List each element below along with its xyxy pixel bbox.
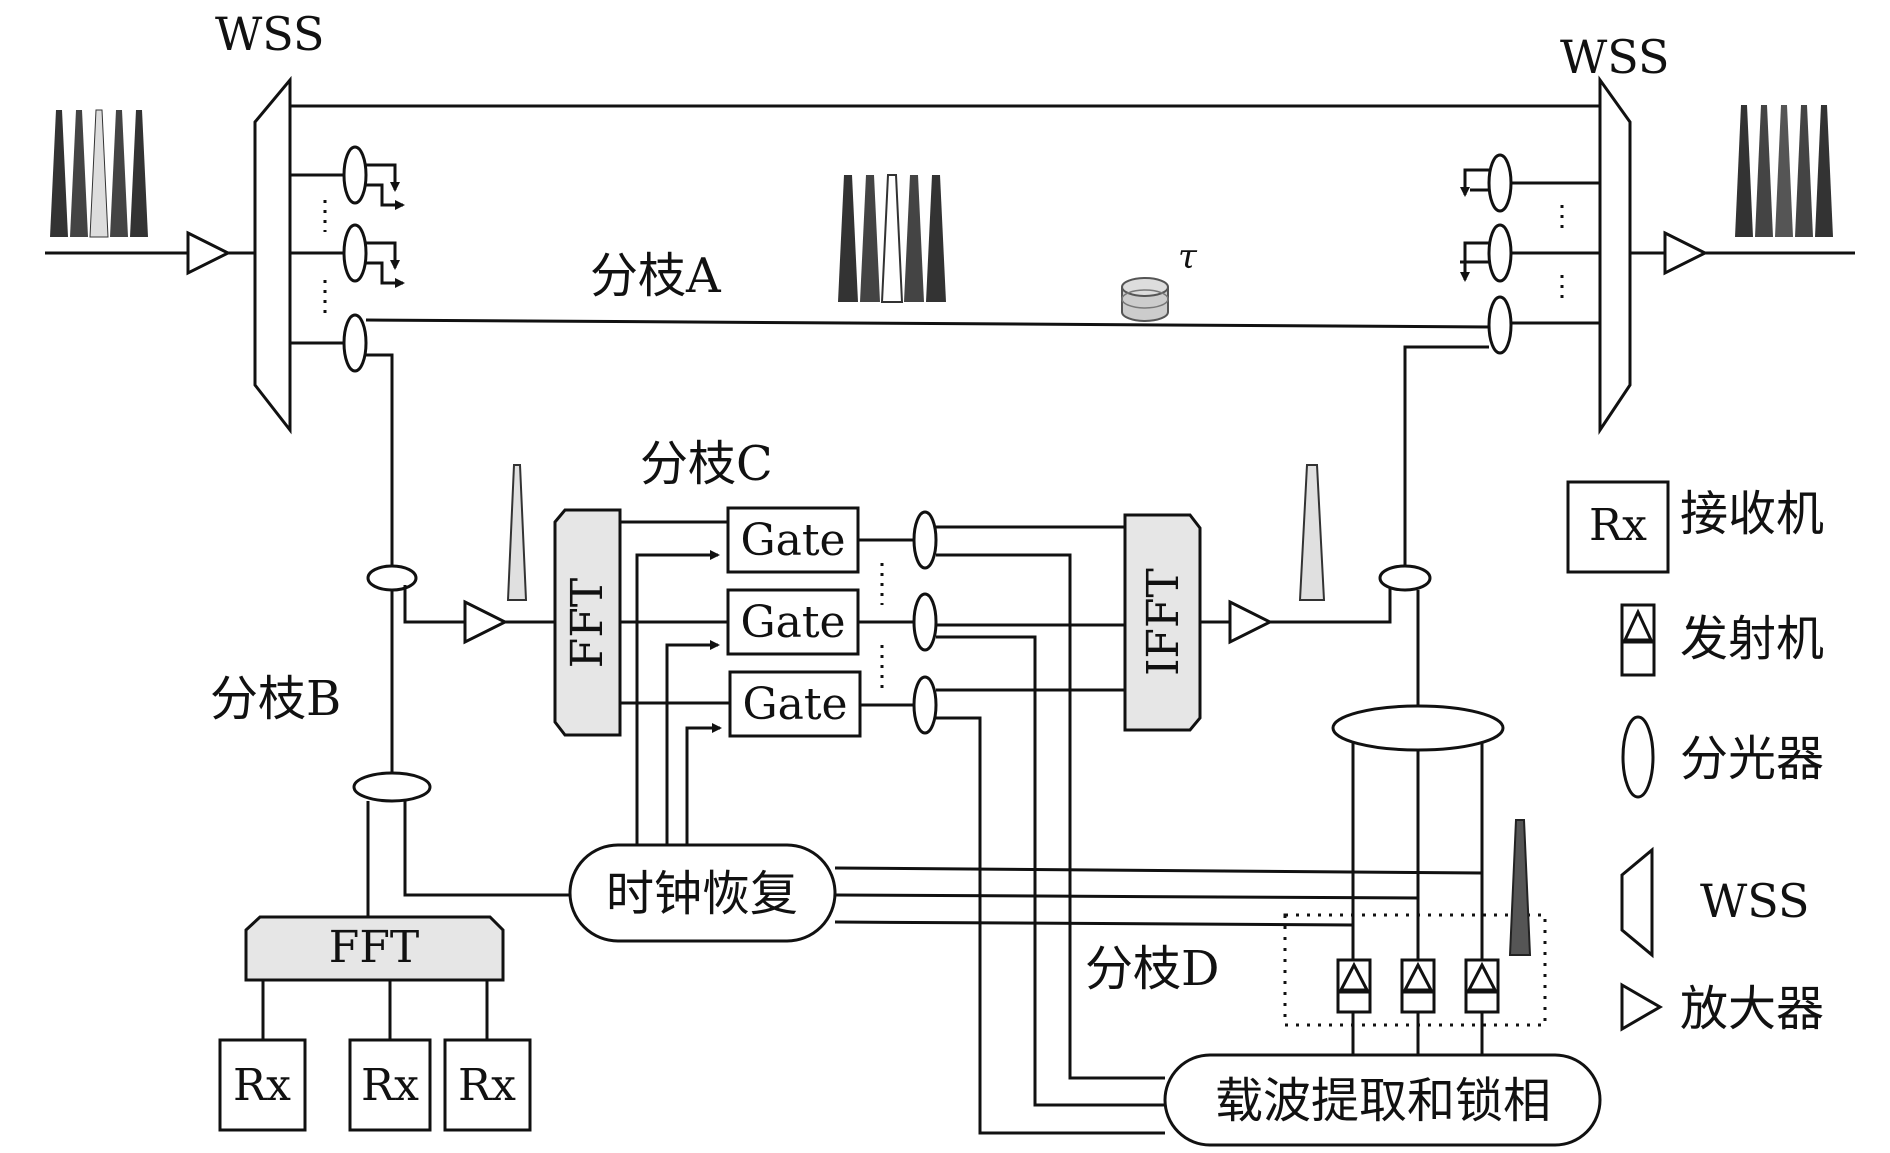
legend-splitter-symbol <box>1621 715 1655 799</box>
pump-spike-right <box>1298 464 1326 601</box>
transmitter-3 <box>1464 958 1500 1014</box>
transmitter-2 <box>1400 958 1436 1014</box>
legend-rx-box <box>1566 480 1670 574</box>
legend-wss-label: WSS <box>1700 874 1810 928</box>
legend-rx-symbol: Rx <box>1589 500 1647 551</box>
drop-arrow-3 <box>366 241 400 270</box>
tau-label: τ <box>1178 237 1198 277</box>
legend-receiver-label: 接收机 <box>1680 486 1824 542</box>
ifft-amplifier <box>1228 599 1274 645</box>
pump-spike-left <box>506 464 528 601</box>
splitter-right-1 <box>1487 153 1513 213</box>
splitter-large <box>1331 704 1505 752</box>
input-spectrum <box>50 109 148 238</box>
rx-2 <box>348 1038 432 1132</box>
clock-feed-line <box>403 801 570 897</box>
branch-c-label: 分枝C <box>640 436 773 492</box>
gate-2-label: Gate <box>740 597 845 648</box>
splitter-left-1 <box>342 145 368 205</box>
branch-c-feed <box>403 585 465 624</box>
ifft-vertical-label: IFFT <box>1138 568 1189 676</box>
drop-arrow-2 <box>366 183 405 210</box>
legend: Rx 接收机 发射机 分光器 WSS 放大器 <box>1566 480 1824 1037</box>
clock-recovery <box>568 843 837 943</box>
branch-b-drop <box>366 353 394 580</box>
clock-to-tx-2 <box>834 893 1420 960</box>
splitter-b-1 <box>366 564 418 592</box>
clock-recovery-label: 时钟恢复 <box>606 866 798 922</box>
clock-to-tx-1 <box>834 920 1355 960</box>
wss-left <box>253 75 292 435</box>
rx-3-label: Rx <box>458 1060 516 1111</box>
c1-to-carrier <box>936 553 1165 1080</box>
branch-d-box <box>1283 913 1547 1027</box>
combiner-to-wss <box>1403 345 1489 566</box>
carrier-extraction <box>1163 1053 1602 1147</box>
branch-c-amplifier <box>463 599 509 645</box>
gate-1-label: Gate <box>740 515 845 566</box>
clock-ctrl-2 <box>665 640 720 845</box>
wss-left-label: WSS <box>215 7 325 61</box>
splitter-c-3 <box>912 675 938 735</box>
branch-a-spectrum <box>838 174 946 303</box>
pump-spike-d <box>1508 819 1532 956</box>
fft-bottom-label: FFT <box>329 922 419 973</box>
legend-transmitter-symbol <box>1620 603 1656 677</box>
splitter-c-2 <box>912 592 938 652</box>
legend-amplifier-label: 放大器 <box>1680 981 1824 1037</box>
clock-ctrl-1 <box>635 550 720 845</box>
transmitter-1 <box>1336 958 1372 1014</box>
carrier-extraction-label: 载波提取和锁相 <box>1215 1073 1551 1129</box>
amp-to-combiner <box>1270 578 1392 624</box>
ifft-vertical <box>1123 513 1202 732</box>
clock-ctrl-3 <box>685 723 722 845</box>
legend-splitter-label: 分光器 <box>1680 731 1824 787</box>
splitter-right-2 <box>1487 223 1513 283</box>
add-arrow-1 <box>1460 168 1489 197</box>
c3-to-carrier <box>936 716 1165 1135</box>
splitter-c-1 <box>912 510 938 570</box>
add-arrow-2 <box>1460 241 1489 282</box>
legend-wss-symbol <box>1620 846 1654 959</box>
splitter-left-2 <box>342 223 368 283</box>
rx-3 <box>443 1038 532 1132</box>
splitter-b-2 <box>352 771 432 803</box>
legend-amplifier-symbol <box>1620 982 1663 1032</box>
output-spectrum <box>1735 105 1833 237</box>
branch-a-label: 分枝A <box>590 248 722 304</box>
rx-2-label: Rx <box>361 1060 419 1111</box>
fft-vertical-label: FFT <box>562 578 613 668</box>
branch-b-label: 分枝B <box>210 671 341 727</box>
branch-d-label: 分枝D <box>1085 941 1220 997</box>
gate-1 <box>726 506 860 574</box>
output-amplifier <box>1663 230 1709 276</box>
fft-bottom <box>244 915 505 982</box>
drop-arrow-1 <box>366 163 400 192</box>
gate-2 <box>726 588 860 656</box>
gate-3-label: Gate <box>742 679 847 730</box>
splitter-combiner <box>1378 564 1432 592</box>
splitter-right-3 <box>1487 295 1513 355</box>
clock-to-tx-3 <box>834 866 1484 960</box>
rx-1-label: Rx <box>233 1060 291 1111</box>
splitter-left-3 <box>342 313 368 373</box>
fft-vertical <box>553 508 622 737</box>
input-amplifier <box>186 230 232 276</box>
delay-element <box>1121 277 1169 322</box>
rx-1 <box>218 1038 307 1132</box>
branch-a-line <box>365 318 1491 329</box>
legend-transmitter-label: 发射机 <box>1680 611 1824 667</box>
wss-right <box>1598 75 1632 435</box>
drop-arrow-4 <box>366 261 405 288</box>
wss-right-label: WSS <box>1560 30 1670 84</box>
